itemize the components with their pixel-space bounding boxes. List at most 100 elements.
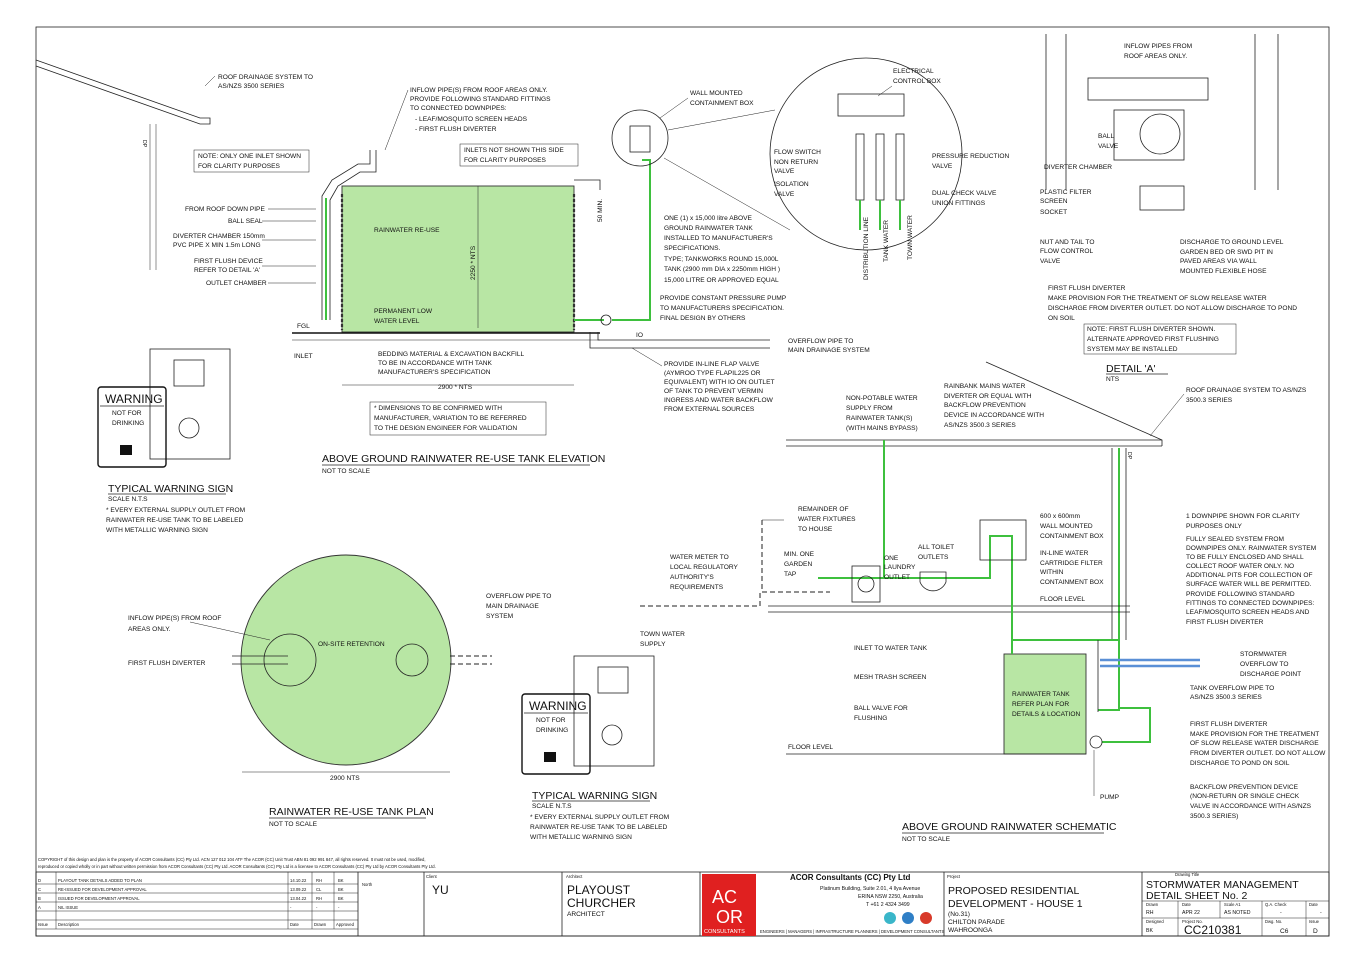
svg-text:SURFACE WATER WILL BE PERMITTE: SURFACE WATER WILL BE PERMITTED. <box>1186 581 1312 588</box>
svg-text:ACOR Consultants (CC) Pty Ltd: ACOR Consultants (CC) Pty Ltd <box>790 873 911 882</box>
svg-text:AS/NZS 3500 SERIES: AS/NZS 3500 SERIES <box>218 83 285 90</box>
svg-text:STORMWATER MANAGEMENT: STORMWATER MANAGEMENT <box>1146 879 1299 891</box>
svg-text:FINAL DESIGN BY OTHERS: FINAL DESIGN BY OTHERS <box>660 315 746 322</box>
svg-text:FLOOR LEVEL: FLOOR LEVEL <box>788 744 833 751</box>
revision-approved: - <box>338 905 340 910</box>
tank-plan: ON-SITE RETENTION INFLOW PIPE(S) FROM RO… <box>128 554 551 828</box>
svg-text:FOR CLARITY PURPOSES: FOR CLARITY PURPOSES <box>464 157 547 164</box>
svg-text:STORMWATER: STORMWATER <box>1240 651 1287 658</box>
svg-text:DEVICE IN ACCORDANCE WITH: DEVICE IN ACCORDANCE WITH <box>944 412 1044 419</box>
svg-text:LAUNDRY: LAUNDRY <box>884 564 916 571</box>
project-number: CC210381 <box>1184 923 1242 937</box>
svg-text:MOUNTED FLEXIBLE HOSE: MOUNTED FLEXIBLE HOSE <box>1180 268 1267 275</box>
revision-issue: D <box>38 878 41 883</box>
svg-text:WATER METER TO: WATER METER TO <box>670 554 729 561</box>
revision-date: 13.09.22 <box>290 887 307 892</box>
svg-text:PURPOSES ONLY: PURPOSES ONLY <box>1186 523 1243 530</box>
svg-text:DIVERTER CHAMBER 150mm: DIVERTER CHAMBER 150mm <box>173 233 265 240</box>
client-name: YU <box>432 883 449 897</box>
svg-text:MESH TRASH SCREEN: MESH TRASH SCREEN <box>854 674 927 681</box>
revision-desc: ISSUED FOR DEVELOPMENT APPROVAL <box>58 896 140 901</box>
issue-letter: D <box>1313 928 1318 935</box>
svg-text:DOWNPIPES ONLY. RAINWATER SYST: DOWNPIPES ONLY. RAINWATER SYSTEM <box>1186 545 1316 552</box>
svg-text:VALVE: VALVE <box>1040 258 1061 265</box>
detail-a-title: DETAIL 'A' <box>1106 363 1156 375</box>
svg-text:Project: Project <box>947 874 961 879</box>
svg-text:ISOLATION: ISOLATION <box>774 181 809 188</box>
svg-text:SOCKET: SOCKET <box>1040 209 1067 216</box>
svg-text:MAKE PROVISION FOR THE TREATME: MAKE PROVISION FOR THE TREATMENT OF SLOW… <box>1048 295 1267 302</box>
svg-text:CHILTON PARADE: CHILTON PARADE <box>948 919 1005 926</box>
svg-text:IN-LINE WATER: IN-LINE WATER <box>1040 550 1089 557</box>
svg-text:FIRST FLUSH DEVICE: FIRST FLUSH DEVICE <box>194 258 263 265</box>
svg-text:DETAIL SHEET No. 2: DETAIL SHEET No. 2 <box>1146 890 1247 902</box>
svg-text:FROM ROOF DOWN PIPE: FROM ROOF DOWN PIPE <box>185 206 265 213</box>
svg-text:SPECIFICATIONS.: SPECIFICATIONS. <box>664 245 720 252</box>
svg-text:(No.31): (No.31) <box>948 911 970 918</box>
svg-text:TOWN WATER: TOWN WATER <box>907 215 914 260</box>
containment-detail-circle: ELECTRICAL CONTROL BOX FLOW SWITCH NON R… <box>769 57 1010 280</box>
revision-drawn: - <box>316 905 318 910</box>
svg-text:NOT TO SCALE: NOT TO SCALE <box>902 836 951 843</box>
svg-text:Issue: Issue <box>38 922 49 927</box>
svg-text:VALVE: VALVE <box>1098 143 1119 150</box>
svg-text:Description: Description <box>58 922 80 927</box>
svg-text:APR 22: APR 22 <box>1182 910 1200 916</box>
svg-text:TO MANUFACTURERS SPECIFICATION: TO MANUFACTURERS SPECIFICATION. <box>660 305 784 312</box>
svg-text:TYPE; TANKWORKS ROUND 15,000L: TYPE; TANKWORKS ROUND 15,000L <box>664 256 779 263</box>
svg-text:FLOW CONTROL: FLOW CONTROL <box>1040 248 1093 255</box>
elevation-left-labels: FROM ROOF DOWN PIPE BALL SEAL DIVERTER C… <box>173 206 316 287</box>
svg-text:* EVERY EXTERNAL SUPPLY OUTLET: * EVERY EXTERNAL SUPPLY OUTLET FROM <box>530 814 669 821</box>
svg-text:WATER FIXTURES: WATER FIXTURES <box>798 516 856 523</box>
svg-text:NOTE: ONLY ONE INLET SHOWN: NOTE: ONLY ONE INLET SHOWN <box>198 153 301 160</box>
svg-text:PVC PIPE X MIN 1.5m LONG: PVC PIPE X MIN 1.5m LONG <box>173 242 261 249</box>
revision-desc: NIL ISSUE <box>58 905 78 910</box>
revision-date: - <box>290 905 292 910</box>
schematic-title: ABOVE GROUND RAINWATER SCHEMATIC <box>902 821 1117 833</box>
svg-text:SYSTEM: SYSTEM <box>486 613 513 620</box>
revision-desc: PLAYOUT TANK DETAILS ADDED TO PLAN <box>58 878 142 883</box>
svg-text:AS/NZS 3500.3 SERIES: AS/NZS 3500.3 SERIES <box>1190 694 1262 701</box>
svg-text:AS/NZS 3500.3 SERIES: AS/NZS 3500.3 SERIES <box>944 422 1016 429</box>
svg-text:VALVE: VALVE <box>774 191 795 198</box>
revision-drawn: RH <box>316 878 322 883</box>
svg-text:WAHROONGA: WAHROONGA <box>948 927 993 934</box>
svg-text:SCALE N.T.S: SCALE N.T.S <box>532 803 572 810</box>
svg-text:Date: Date <box>290 922 300 927</box>
inlet-note-box <box>193 149 310 173</box>
roof-line <box>35 59 211 125</box>
overflow-note: OVERFLOW PIPE TO <box>788 338 853 345</box>
svg-text:RH: RH <box>1146 910 1154 916</box>
svg-text:(WITH MAINS BYPASS): (WITH MAINS BYPASS) <box>846 425 918 432</box>
revision-issue: C <box>38 887 41 892</box>
svg-text:ADDITIONAL PITS FOR COLLECTION: ADDITIONAL PITS FOR COLLECTION OF <box>1186 572 1313 579</box>
svg-text:INGRESS AND WATER BACKFLOW: INGRESS AND WATER BACKFLOW <box>664 397 774 404</box>
elevation-title: ABOVE GROUND RAINWATER RE-USE TANK ELEVA… <box>322 453 605 465</box>
svg-text:INFLOW PIPES FROM: INFLOW PIPES FROM <box>1124 43 1192 50</box>
svg-text:ONE: ONE <box>884 555 899 562</box>
revision-desc: RE-ISSUED FOR DEVELOPMENT APPROVAL <box>58 887 147 892</box>
svg-text:Scale A1: Scale A1 <box>1224 902 1241 907</box>
svg-text:IO: IO <box>636 332 643 339</box>
svg-text:ELECTRICAL: ELECTRICAL <box>893 68 934 75</box>
warning-sign-title: TYPICAL WARNING SIGN <box>108 483 233 495</box>
svg-text:ENGINEERS | MANAGERS | INFRAST: ENGINEERS | MANAGERS | INFRASTRUCTURE PL… <box>760 929 944 934</box>
revision-drawn: RH <box>316 896 322 901</box>
svg-text:NON RETURN: NON RETURN <box>774 159 818 166</box>
svg-text:TO BE FULLY ENCLOSED AND SHALL: TO BE FULLY ENCLOSED AND SHALL <box>1186 554 1304 561</box>
tank-label: RAINWATER RE-USE <box>374 227 440 234</box>
svg-text:WITHIN: WITHIN <box>1040 569 1064 576</box>
tank-elevation: DP ROOF DRAINAGE SYSTEM TO AS/NZS 3500 S… <box>35 59 870 475</box>
svg-text:15,000 LITRE OR APPROVED EQUAL: 15,000 LITRE OR APPROVED EQUAL <box>664 277 779 284</box>
svg-text:OVERFLOW PIPE TO: OVERFLOW PIPE TO <box>486 593 551 600</box>
svg-text:WITH METALLIC WARNING SIGN: WITH METALLIC WARNING SIGN <box>106 527 208 534</box>
svg-text:PROVIDE FOLLOWING STANDARD FIT: PROVIDE FOLLOWING STANDARD FITTINGS <box>410 96 551 103</box>
svg-text:3500.3 SERIES: 3500.3 SERIES <box>1186 397 1233 404</box>
svg-text:RAINWATER RE-USE TANK TO BE LA: RAINWATER RE-USE TANK TO BE LABELED <box>530 824 668 831</box>
svg-text:FLUSHING: FLUSHING <box>854 715 887 722</box>
svg-text:2900 NTS: 2900 NTS <box>330 775 360 782</box>
svg-text:DETAILS & LOCATION: DETAILS & LOCATION <box>1012 711 1081 718</box>
revision-approved: BK <box>338 896 344 901</box>
svg-text:Client: Client <box>426 874 438 879</box>
